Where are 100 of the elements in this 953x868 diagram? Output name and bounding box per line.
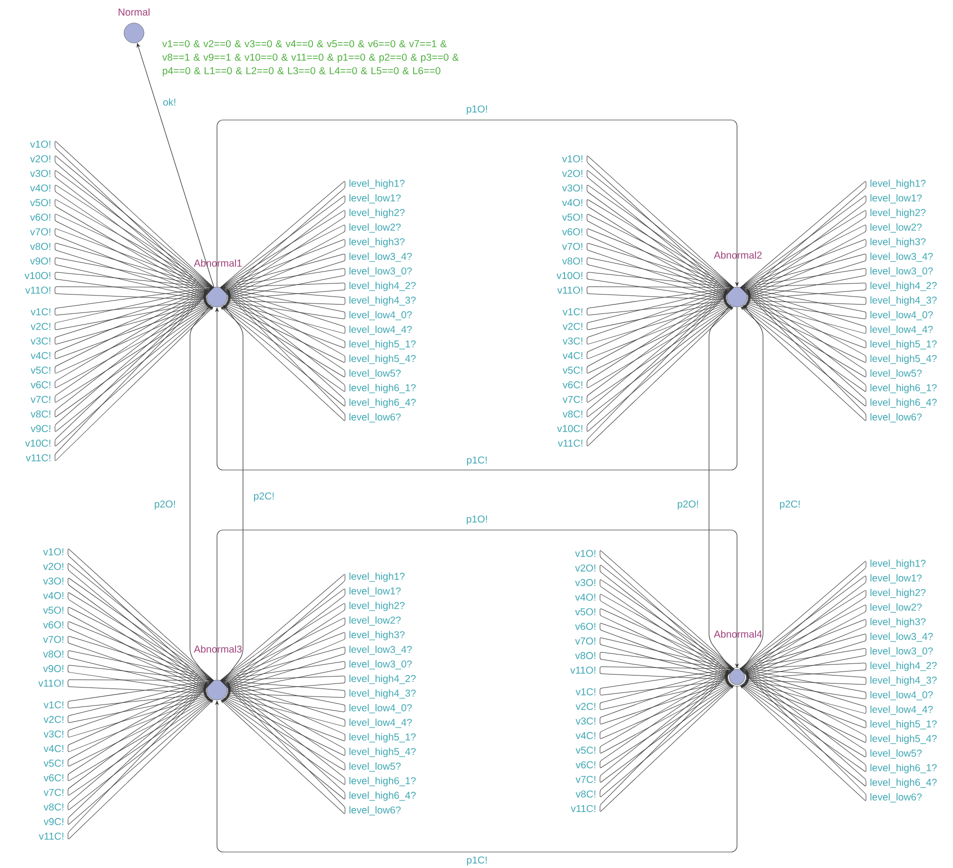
edge-label: v8C! (43, 802, 65, 812)
edge-label: level_low6? (869, 412, 923, 424)
edge-label: level_high2? (869, 588, 927, 599)
edge-label: v8O! (562, 256, 584, 266)
loop-arrow (586, 228, 734, 296)
edge-label: v2C! (575, 702, 597, 711)
edge-label: v11C! (38, 832, 65, 840)
loop-arrow (586, 287, 734, 330)
loop-arrow (68, 622, 214, 690)
edge-label: v1C! (562, 308, 584, 316)
loop-arrow (220, 282, 346, 300)
edge-label: level_low3_4? (869, 632, 934, 642)
loop-arrow (220, 680, 346, 698)
edge-label: v4C! (43, 744, 65, 753)
edge-label: v11O! (24, 286, 52, 294)
edge-label: level_high6_4? (869, 398, 938, 408)
location-name: Normal (117, 8, 151, 16)
edge-label: level_high4_2? (348, 281, 417, 292)
edge-label: v4C! (575, 731, 597, 740)
loop-arrow (740, 604, 866, 676)
loop-arrow (586, 287, 734, 344)
edge-label: v4O! (29, 184, 52, 192)
edge-label: v2C! (30, 322, 52, 331)
loop-arrow (220, 287, 346, 363)
edge-label: level_high6_1? (348, 776, 417, 787)
edge-label: level_high6_1? (869, 383, 938, 394)
loop-arrow (740, 210, 866, 294)
edge-label: level_high2? (869, 208, 927, 219)
loop-arrow (68, 636, 214, 690)
loop-arrow (220, 224, 346, 295)
edge-label: v6C! (575, 760, 597, 769)
edge-label: level_high4_3? (348, 296, 417, 306)
edge-label: v2O! (29, 154, 52, 163)
loop-arrow (740, 619, 866, 676)
edge-label: v6O! (574, 622, 597, 631)
edge-label: v3O! (562, 184, 584, 192)
edge-label: level_high5_4? (869, 734, 938, 745)
edge-label: v1O! (562, 154, 584, 163)
loop-arrow (220, 680, 346, 756)
edge-label: level_low4_4? (348, 718, 413, 728)
loop-arrow (54, 243, 214, 298)
edge-label: v5O! (574, 608, 597, 616)
edge-label: v4C! (30, 351, 52, 360)
edge-label: v5O! (29, 198, 52, 207)
edge-label: level_low4_4? (869, 704, 934, 716)
edge-label: v7C! (30, 395, 52, 404)
loop-arrow (220, 603, 346, 687)
edge-label: v11C! (557, 439, 584, 448)
edge-label: v3C! (562, 336, 584, 346)
edge-label: level_high2? (348, 601, 406, 612)
edge-label: p2O! (154, 500, 176, 510)
loop-arrow (600, 638, 734, 678)
arrow (214, 685, 738, 852)
loop-arrow (600, 594, 734, 675)
loop-arrow (54, 287, 214, 330)
loop-arrow (68, 650, 214, 692)
edge-label: level_high3? (869, 617, 927, 628)
edge-label: level_low5? (348, 762, 402, 772)
loop-arrow (586, 243, 734, 298)
loop-arrow (600, 666, 734, 681)
edge-label: v4C! (562, 351, 584, 360)
edge-label: level_low6? (869, 792, 923, 804)
edge-label: level_high3? (869, 237, 927, 248)
edge-label: level_low3_0? (869, 646, 934, 658)
loop-arrow (220, 632, 346, 690)
edge-label: level_high6_1? (869, 763, 938, 774)
edge-label: level_low4_0? (348, 310, 413, 321)
edge-label: v3C! (30, 336, 52, 346)
loop-arrow (220, 268, 346, 299)
edge-label: v10O! (556, 271, 584, 280)
loop-arrow (54, 214, 214, 296)
loop-arrow (600, 668, 734, 710)
edge-label: v6C! (562, 380, 584, 389)
loop-arrow (54, 287, 214, 359)
edge-label: level_low1? (348, 194, 402, 204)
edge-label: level_low2? (348, 616, 402, 626)
edge-label: v6C! (43, 774, 65, 782)
edge-label: level_low2? (869, 222, 923, 234)
edge-label: level_high2? (348, 208, 406, 219)
loop-arrow (220, 287, 346, 305)
edge-label: p1C! (466, 456, 488, 466)
edge-label: level_high5_4? (348, 354, 417, 365)
loop-arrow (740, 287, 866, 320)
loop-arrow (220, 646, 346, 690)
edge-label: p2C! (778, 500, 802, 510)
edge-label: v4O! (42, 591, 65, 600)
edge-label: level_high1? (869, 558, 927, 570)
edge-label: level_high3? (348, 630, 406, 641)
edge-label: v3C! (575, 716, 597, 726)
loop-arrow (740, 287, 866, 363)
edge-label: v7C! (575, 775, 597, 784)
edge-label: level_low4_0? (348, 703, 413, 714)
edge-label: v1O! (574, 549, 597, 558)
edge-label: v8C! (30, 410, 52, 418)
edge-label: level_low1? (869, 194, 923, 204)
edge-label: ok! (162, 98, 177, 106)
edge-label: v2O! (42, 562, 65, 571)
edge-label: v10C! (24, 439, 52, 448)
edge-label: level_high4_3? (869, 676, 938, 686)
edge-label: level_low1? (348, 586, 402, 598)
